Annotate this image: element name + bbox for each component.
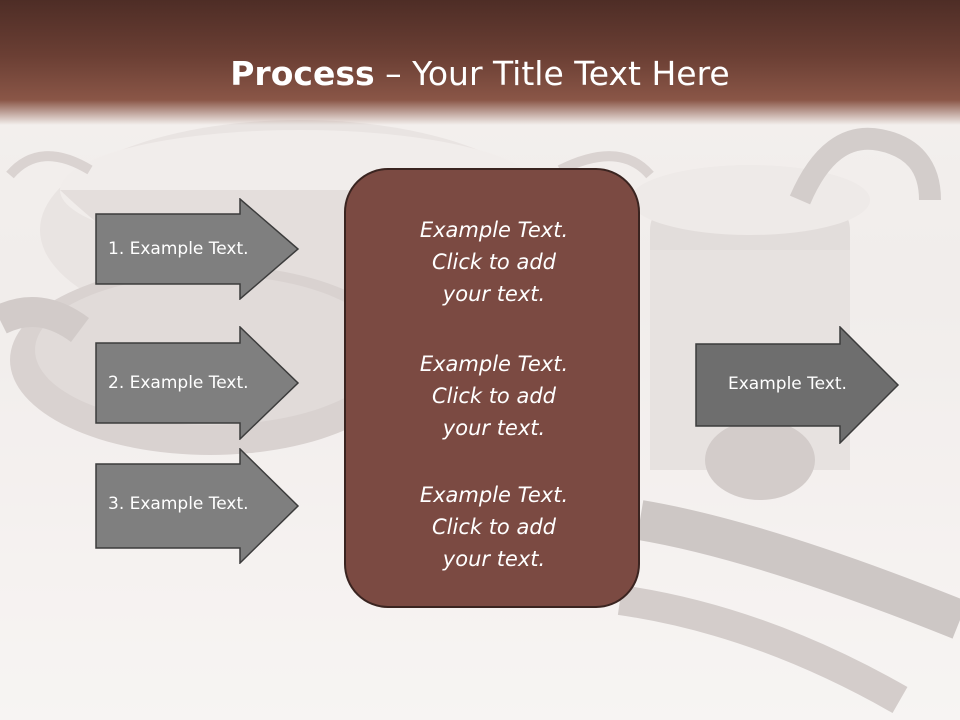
text-block-3: Example Text. Click to add your text. <box>346 479 642 575</box>
center-content-box[interactable]: Example Text. Click to add your text. Ex… <box>344 168 640 608</box>
arrow-shape-icon <box>695 326 900 444</box>
title-bold: Process <box>230 54 375 93</box>
process-step-arrow-1[interactable]: 1. Example Text. <box>95 198 300 300</box>
result-label: Example Text. <box>728 374 847 394</box>
title-rest: – Your Title Text Here <box>374 54 730 93</box>
title-bar <box>0 0 960 125</box>
process-step-arrow-3[interactable]: 3. Example Text. <box>95 448 300 564</box>
block-line: Example Text. <box>419 352 569 376</box>
step-label: 1. Example Text. <box>108 239 249 259</box>
text-block-2: Example Text. Click to add your text. <box>346 348 642 444</box>
text-block-1: Example Text. Click to add your text. <box>346 214 642 310</box>
step-label: 3. Example Text. <box>108 494 249 514</box>
arrow-shape-icon <box>95 198 300 300</box>
result-arrow[interactable]: Example Text. <box>695 326 900 444</box>
block-line: Example Text. <box>419 483 569 507</box>
block-line: your text. <box>442 282 546 306</box>
block-line: Click to add <box>431 384 556 408</box>
block-line: your text. <box>442 416 546 440</box>
process-step-arrow-2[interactable]: 2. Example Text. <box>95 326 300 440</box>
step-label: 2. Example Text. <box>108 373 249 393</box>
slide-title[interactable]: Process – Your Title Text Here <box>0 52 960 96</box>
block-line: Click to add <box>431 250 556 274</box>
arrow-shape-icon <box>95 326 300 440</box>
arrow-shape-icon <box>95 448 300 564</box>
block-line: your text. <box>442 547 546 571</box>
block-line: Click to add <box>431 515 556 539</box>
block-line: Example Text. <box>419 218 569 242</box>
